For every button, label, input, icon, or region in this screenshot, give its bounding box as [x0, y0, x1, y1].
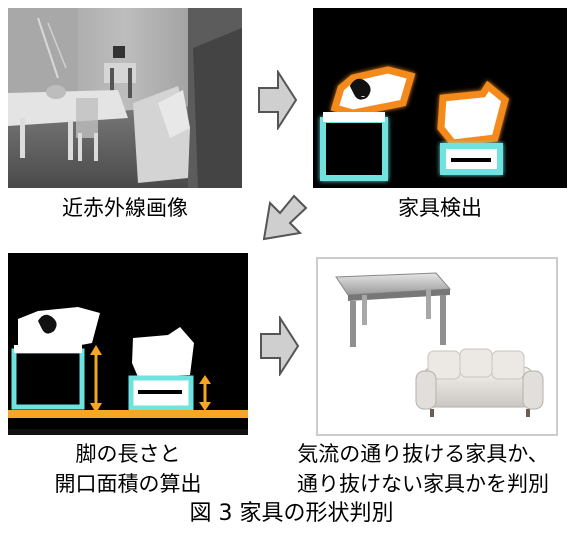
- nir-room-photo: [8, 8, 242, 188]
- leg-length-render: [8, 307, 248, 435]
- table-icon: [335, 272, 452, 347]
- diagonal-arrow-icon: [258, 193, 310, 245]
- furniture-illustration: [335, 272, 544, 417]
- figure-caption: 図 3 家具の形状判別: [189, 501, 394, 526]
- right-arrow-icon-2: [260, 316, 300, 376]
- caption-leg-length-line2: 開口面積の算出: [54, 472, 202, 496]
- detection-render: [320, 66, 509, 181]
- leg-length-panel: [8, 253, 248, 435]
- furniture-detection-panel: [313, 8, 567, 188]
- caption-airflow-line1: 気流の通り抜ける家具か、: [297, 442, 549, 466]
- nir-image-panel: [8, 8, 242, 188]
- sofa-icon: [415, 348, 544, 417]
- caption-nir-image: 近赤外線画像: [62, 196, 188, 220]
- right-arrow-icon: [258, 70, 298, 130]
- caption-airflow-line2: 通り抜けない家具かを判別: [297, 472, 549, 496]
- furniture-illustration-panel: [316, 257, 558, 436]
- caption-leg-length-line1: 脚の長さと: [75, 442, 181, 466]
- caption-furniture-detection: 家具検出: [398, 196, 482, 220]
